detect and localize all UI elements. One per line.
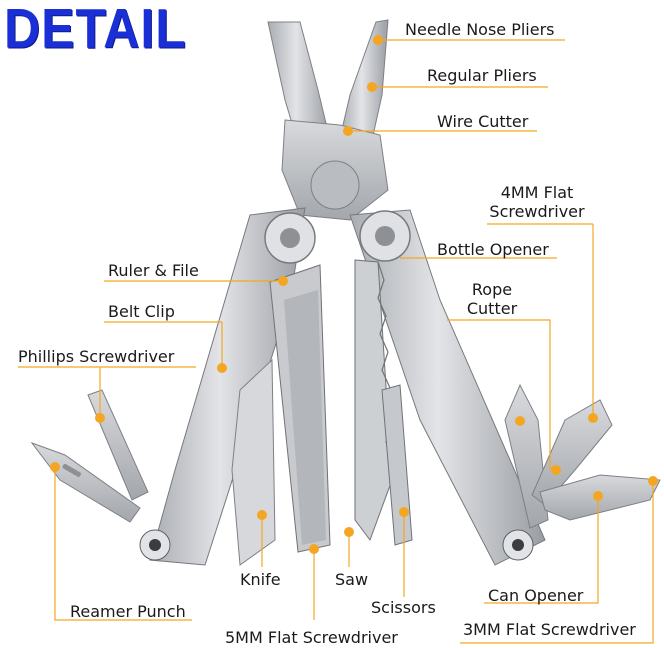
label-regular-pliers: Regular Pliers: [427, 66, 537, 85]
label-5mm-flat-screwdriver: 5MM Flat Screwdriver: [225, 628, 398, 647]
label-scissors: Scissors: [371, 598, 436, 617]
pliers-head: [267, 19, 389, 221]
right-handle: [349, 209, 546, 566]
label-needle-nose-pliers: Needle Nose Pliers: [405, 20, 555, 39]
label-knife: Knife: [240, 570, 281, 589]
label-belt-clip: Belt Clip: [108, 302, 175, 321]
flat-screwdriver-4mm-tool: [531, 399, 613, 506]
scissors-tool: [381, 384, 413, 546]
label-bottle-opener: Bottle Opener: [437, 240, 549, 259]
label-rope-cutter: Rope Cutter: [466, 280, 518, 318]
label-4mm-flat-screwdriver: 4MM Flat Screwdriver: [489, 183, 585, 221]
left-handle: [149, 207, 316, 566]
label-phillips-screwdriver: Phillips Screwdriver: [18, 347, 175, 366]
label-3mm-flat-screwdriver: 3MM Flat Screwdriver: [463, 620, 636, 639]
label-saw: Saw: [335, 570, 369, 589]
label-ruler-file: Ruler & File: [108, 261, 199, 280]
leader-lines: [18, 39, 654, 644]
file-tool: [269, 264, 331, 553]
label-wire-cutter: Wire Cutter: [437, 112, 529, 131]
page-title: DETAIL: [4, 0, 187, 60]
label-reamer-punch: Reamer Punch: [70, 602, 186, 621]
label-can-opener: Can Opener: [488, 586, 584, 605]
callout-dots: [50, 35, 658, 554]
